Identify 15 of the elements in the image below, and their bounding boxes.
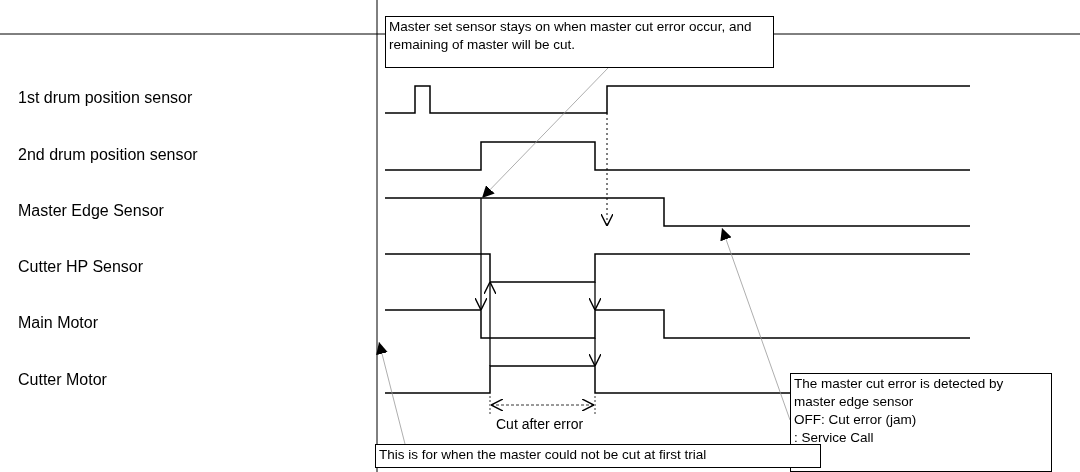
- callout-text: : Service Call: [794, 429, 875, 447]
- dimension-label: Cut after error: [496, 416, 584, 432]
- signal-name: Main Motor: [18, 314, 99, 332]
- signal-name: 1st drum position sensor: [18, 89, 193, 107]
- callout-box: [375, 444, 821, 468]
- signal-name: Master Edge Sensor: [18, 202, 164, 220]
- signal-name: Cutter HP Sensor: [18, 258, 144, 276]
- signal-name: 2nd drum position sensor: [18, 146, 198, 164]
- callout-text: This is for when the master could not be cut at first trial: [379, 446, 708, 464]
- callout-text: The master cut error is detected by master edge sensor: [794, 375, 1005, 411]
- callout-text: OFF: Cut error (jam): [794, 411, 918, 429]
- signal-name: Cutter Motor: [18, 371, 107, 389]
- callout-box: [385, 16, 774, 68]
- callout-text: Master set sensor stays on when master cut error occur, and remaining of master will be cut.: [389, 18, 753, 54]
- callout-box: [790, 373, 1052, 472]
